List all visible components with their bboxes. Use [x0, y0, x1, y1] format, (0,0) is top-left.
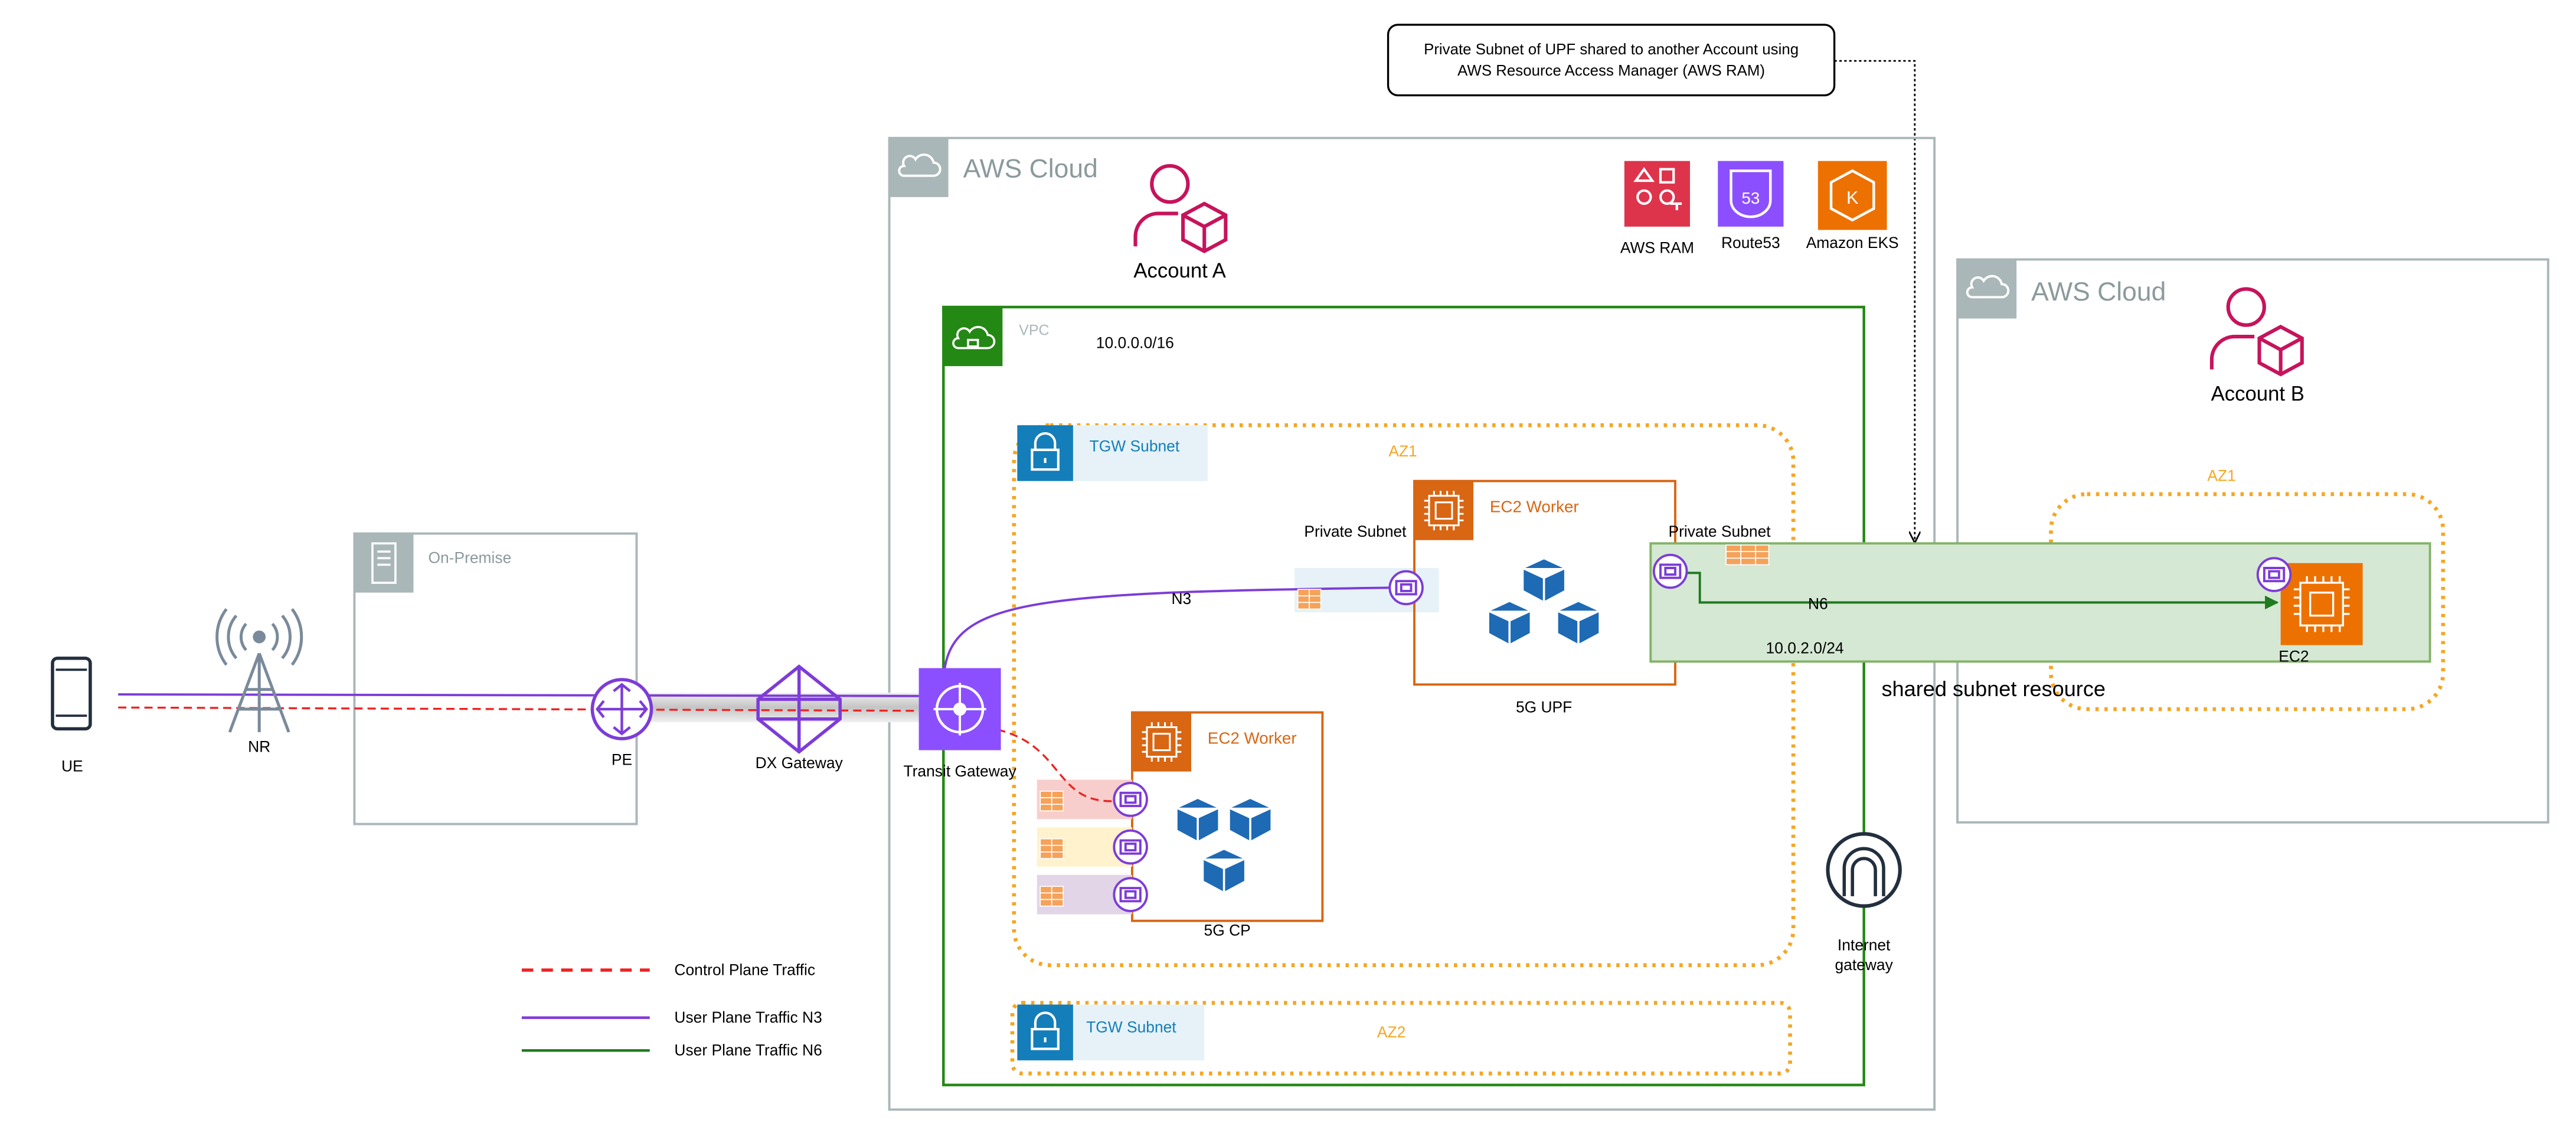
cloud-icon — [1966, 275, 2010, 299]
eks-badge: K — [1846, 188, 1859, 208]
az2-label: AZ2 — [1377, 1023, 1405, 1041]
callout-line-1: Private Subnet of UPF shared to another … — [1424, 41, 1799, 58]
dx-gateway-label: DX Gateway — [756, 754, 844, 772]
route53-badge: 53 — [1741, 189, 1760, 207]
igw-label-line-1: Internet — [1838, 936, 1891, 954]
pod-icon — [1175, 796, 1221, 844]
brick-icon — [1039, 886, 1064, 907]
eni-icons — [1113, 553, 2292, 912]
brick-icon — [1725, 544, 1770, 566]
az1-account-b-label: AZ1 — [2207, 467, 2235, 485]
dx-gateway-icon — [756, 664, 842, 754]
legend-n3-label: User Plane Traffic N3 — [674, 1008, 822, 1026]
ec2-worker-cp-label: EC2 Worker — [1208, 729, 1297, 747]
account-a-label: Account A — [1133, 260, 1226, 282]
callout-line-2: AWS Resource Access Manager (AWS RAM) — [1457, 63, 1765, 79]
amazon-eks-icon: K — [1817, 161, 1887, 230]
vpc-lock-cloud-icon — [952, 325, 996, 350]
security-group-icons — [1039, 544, 1770, 907]
brick-icon — [1297, 589, 1322, 610]
vpc-label: VPC — [1019, 322, 1049, 338]
az2-box — [1010, 1001, 1792, 1076]
lock-icon — [1031, 432, 1060, 471]
n3-line-ue-tgw — [118, 693, 919, 697]
transit-gateway-label: Transit Gateway — [903, 762, 1016, 780]
vpc-cidr: 10.0.0.0/16 — [1096, 334, 1174, 352]
n6-label: N6 — [1808, 595, 1828, 612]
callout-dotted-arrow — [1834, 60, 1915, 541]
aws-cloud-a-title: AWS Cloud — [963, 154, 1098, 183]
amazon-eks-label: Amazon EKS — [1806, 234, 1899, 252]
ec2-account-b-icon — [2280, 563, 2363, 645]
nr-label: NR — [248, 737, 270, 755]
lock-icon — [1031, 1011, 1060, 1050]
eni-icon — [2256, 557, 2292, 592]
az1-box — [1012, 423, 1796, 968]
account-a-icon — [1133, 164, 1228, 254]
eni-icon — [1388, 570, 1424, 606]
chip-icon — [1424, 491, 1464, 531]
pe-router-icon — [590, 678, 653, 740]
pod-icon — [1201, 847, 1247, 895]
upf-label: 5G UPF — [1516, 698, 1572, 716]
aws-ram-icon — [1624, 161, 1691, 227]
tgw-subnet-az1: TGW Subnet — [1017, 425, 1208, 481]
tgw-subnet-az2-label: TGW Subnet — [1086, 1019, 1176, 1036]
account-b-label: Account B — [2211, 383, 2304, 405]
on-premise: On-Premise — [353, 532, 638, 825]
cp-label: 5G CP — [1204, 922, 1251, 939]
shared-subnet-resource-label: shared subnet resource — [1881, 677, 2106, 701]
aws-cloud-account-b: AWS Cloud — [1956, 258, 2549, 824]
cloud-icon — [898, 154, 942, 177]
nr-tower-icon — [215, 608, 303, 733]
route53-icon: 53 — [1718, 161, 1784, 227]
pe-label: PE — [612, 751, 632, 769]
legend: Control Plane Traffic User Plane Traffic… — [521, 961, 822, 1059]
ue-phone-icon — [51, 657, 92, 731]
eni-icon — [1113, 782, 1148, 817]
on-premise-label: On-Premise — [428, 549, 511, 567]
upf-pod-icons — [1487, 557, 1601, 647]
n3-label: N3 — [1171, 590, 1191, 608]
shared-subnet-cidr: 10.0.2.0/24 — [1766, 639, 1844, 657]
eni-icon — [1652, 553, 1688, 589]
brick-icon — [1039, 791, 1064, 812]
transit-gateway-icon — [918, 668, 1001, 750]
pod-icon — [1228, 796, 1273, 844]
legend-n6-label: User Plane Traffic N6 — [674, 1042, 822, 1059]
pod-icon — [1556, 599, 1601, 647]
ue-label: UE — [61, 758, 83, 775]
brick-icon — [1039, 838, 1064, 859]
chip-icon — [1142, 722, 1182, 762]
tgw-subnet-az1-label: TGW Subnet — [1090, 438, 1180, 455]
eni-icon — [1113, 877, 1148, 912]
ec2-worker-upf-label: EC2 Worker — [1490, 497, 1579, 515]
upf-private-subnet-label: Private Subnet — [1304, 523, 1407, 540]
server-icon — [371, 542, 397, 584]
igw-label-line-2: gateway — [1835, 956, 1893, 974]
aws-ram-label: AWS RAM — [1620, 239, 1694, 256]
legend-control-label: Control Plane Traffic — [674, 961, 815, 978]
route53-label: Route53 — [1721, 234, 1780, 252]
ram-callout: Private Subnet of UPF shared to another … — [1387, 24, 1836, 97]
pod-icon — [1521, 557, 1567, 604]
internet-gateway-icon — [1826, 832, 1902, 908]
n3-line-tgw-upf — [942, 586, 1395, 687]
account-b-icon — [2209, 287, 2304, 377]
control-plane-tgw-to-cp — [984, 726, 1116, 802]
aws-cloud-b-title: AWS Cloud — [2031, 278, 2166, 306]
ec2-account-b-label: EC2 — [2278, 647, 2309, 665]
eni-icon — [1113, 829, 1148, 865]
cp-pod-icons — [1175, 796, 1273, 895]
shared-private-subnet-label: Private Subnet — [1668, 523, 1771, 540]
az1-label: AZ1 — [1388, 442, 1417, 460]
pod-icon — [1487, 599, 1532, 647]
tgw-subnet-az2: TGW Subnet — [1017, 1004, 1205, 1060]
